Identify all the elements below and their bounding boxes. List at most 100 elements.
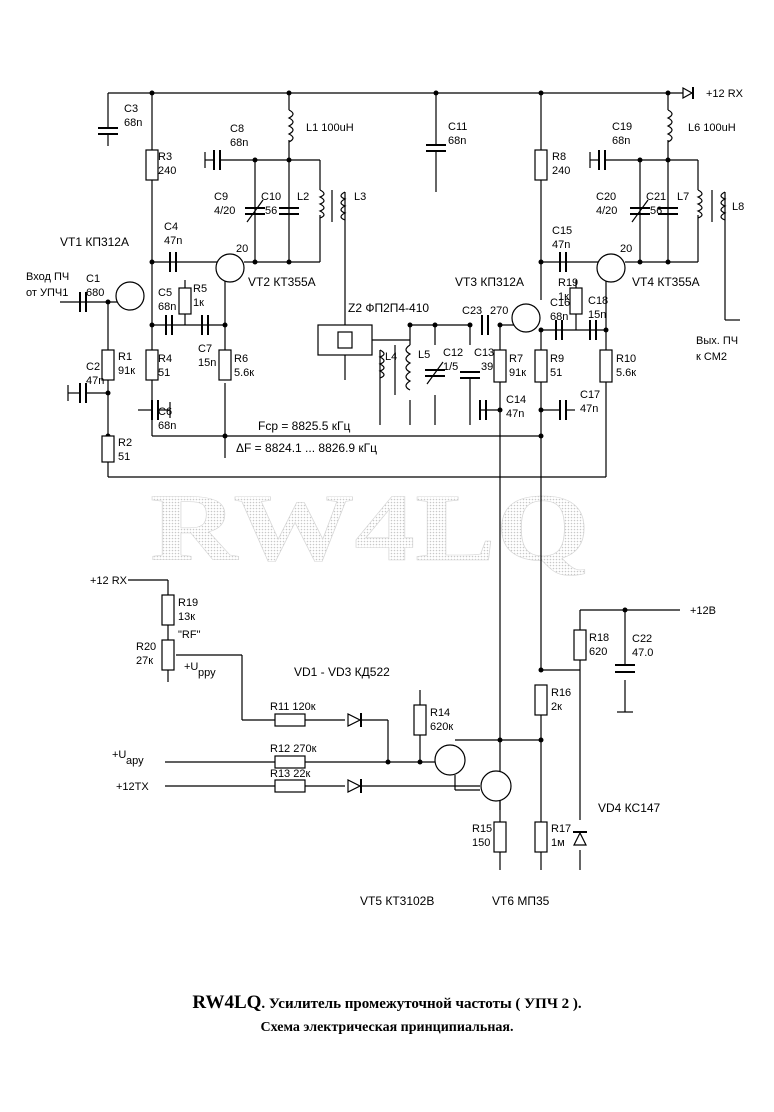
label-df: ΔF = 8824.1 ... 8826.9 кГц: [236, 441, 377, 455]
label-c2v: 47n: [86, 375, 104, 387]
label-r2v: 51: [118, 451, 130, 463]
label-c10v: 56: [265, 205, 277, 217]
label-output-1: Вых. ПЧ: [696, 335, 738, 347]
label-vt1: VT1 КП312А: [60, 235, 129, 249]
label-c19v: 68n: [612, 135, 630, 147]
label-12v: +12В: [690, 605, 716, 617]
label-c14v: 47n: [506, 408, 524, 420]
resistor-r15: [493, 821, 507, 853]
label-c22v: 47.0: [632, 647, 653, 659]
resistor-r4: [145, 349, 159, 381]
label-z2: Z2 ФП2П4-410: [348, 301, 429, 315]
label-r1: R1: [118, 351, 132, 363]
label-r11: R11 120к: [270, 701, 316, 713]
label-12rx-top: +12 RX: [706, 88, 744, 100]
transistor-vt1: [115, 281, 145, 311]
label-c8v: 68n: [230, 137, 248, 149]
transistor-vt3: [511, 303, 541, 333]
label-12rx-left: +12 RX: [90, 575, 128, 587]
resistor-r2: [101, 435, 115, 463]
label-fcp: Fср = 8825.5 кГц: [258, 419, 350, 433]
label-tap2: 20: [620, 243, 632, 255]
label-c7v: 15n: [198, 357, 216, 369]
resistor-r12: [274, 755, 306, 769]
label-r7: R7: [509, 353, 523, 365]
label-l5: L5: [418, 349, 430, 361]
capacitors: [67, 127, 678, 713]
label-uaru-sub: ару: [126, 755, 144, 767]
labels: VT1 КП312А VT2 КТ355А VT3 КП312А VT4 КТ3…: [26, 88, 744, 908]
label-c11: C11: [448, 121, 467, 133]
label-r5v: 1к: [193, 297, 204, 309]
inductors: [287, 109, 727, 395]
label-tap1: 20: [236, 243, 248, 255]
resistor-r9: [534, 349, 548, 383]
junction-dots: [105, 90, 671, 765]
label-c13: C13: [474, 347, 494, 359]
label-c12v: 1/5: [443, 361, 458, 373]
label-r4: R4: [158, 353, 172, 365]
transistor-vt4: [596, 253, 626, 283]
caption-subtitle: Схема электрическая принципиальная.: [260, 1020, 514, 1035]
label-c19: C19: [612, 121, 632, 133]
resistor-r5: [178, 287, 192, 315]
label-rf: "RF": [178, 629, 201, 641]
label-c18: C18: [588, 295, 608, 307]
label-urru: +U: [184, 661, 198, 673]
label-r6v: 5.6к: [234, 367, 254, 379]
label-uaru: +U: [112, 749, 126, 761]
label-l2: L2: [297, 191, 309, 203]
label-c15v: 47n: [552, 239, 570, 251]
label-c23: C23: [462, 305, 482, 317]
label-r19: R19: [178, 597, 198, 609]
label-r13: R13 22к: [270, 768, 310, 780]
resistor-r8: [534, 149, 548, 181]
resistor-r19: [161, 594, 175, 626]
label-r14: R14: [430, 707, 450, 719]
resistor-r16: [534, 684, 548, 716]
label-c9: C9: [214, 191, 228, 203]
label-c11v: 68n: [448, 135, 466, 147]
caption-callsign: RW4LQ: [192, 992, 262, 1013]
label-vt3: VT3 КП312А: [455, 275, 524, 289]
resistor-r10: [599, 349, 613, 383]
resistor-r19b: [569, 287, 583, 315]
label-vd4: VD4 КС147: [598, 801, 661, 815]
label-c6v: 68n: [158, 420, 176, 432]
label-r8v: 240: [552, 165, 570, 177]
resistor-r7: [493, 349, 507, 383]
label-r16: R16: [551, 687, 571, 699]
label-r12: R12 270к: [270, 743, 317, 755]
label-c16: C16: [550, 297, 570, 309]
label-r18: R18: [589, 632, 609, 644]
label-l4: L4: [385, 351, 397, 363]
label-c2: C2: [86, 361, 100, 373]
transistors: [115, 253, 626, 802]
label-l7: L7: [677, 191, 689, 203]
transistor-vt2: [215, 253, 245, 283]
label-vt4: VT4 КТ355А: [632, 275, 700, 289]
label-c3v: 68n: [124, 117, 142, 129]
label-c18v: 15n: [588, 309, 606, 321]
label-r6: R6: [234, 353, 248, 365]
resistor-r14: [413, 704, 427, 736]
label-r9: R9: [550, 353, 564, 365]
label-l8: L8: [732, 201, 744, 213]
label-r8: R8: [552, 151, 566, 163]
label-c20: C20: [596, 191, 616, 203]
label-input-1: Вход ПЧ: [26, 271, 69, 283]
label-r10: R10: [616, 353, 636, 365]
caption-title: . Усилитель промежуточной частоты ( УПЧ …: [261, 996, 582, 1012]
label-vt6: VT6 МП35: [492, 894, 550, 908]
resistor-r17: [534, 821, 548, 853]
label-r17v: 1м: [551, 837, 565, 849]
label-r16v: 2к: [551, 701, 562, 713]
label-c7: C7: [198, 343, 212, 355]
label-c3: C3: [124, 103, 138, 115]
label-r7v: 91к: [509, 367, 526, 379]
label-c23v: 270: [490, 305, 508, 317]
label-l1: L1 100uH: [306, 122, 354, 134]
label-output-2: к СМ2: [696, 351, 727, 363]
label-vt5: VT5 КТ3102В: [360, 894, 434, 908]
